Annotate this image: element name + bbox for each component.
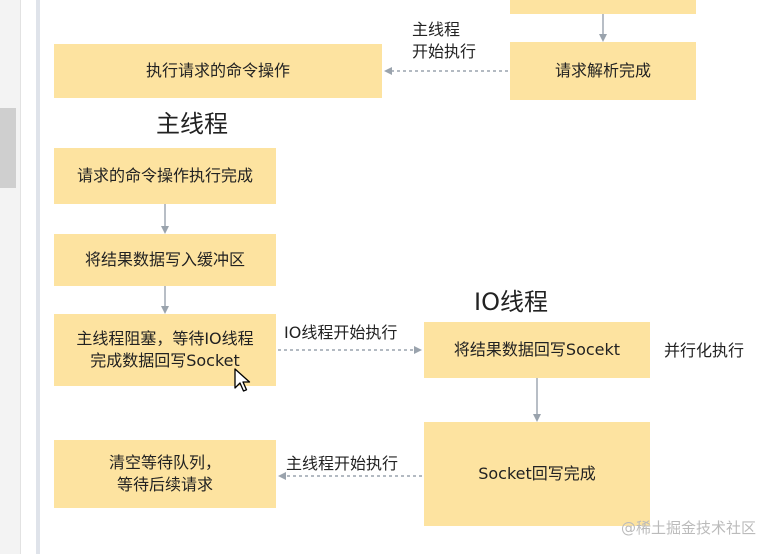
watermark: @稀土掘金技术社区 (620, 519, 756, 537)
scrollbar-thumb[interactable] (0, 108, 16, 188)
top-partial-box (510, 0, 696, 14)
arrowhead-blocked (161, 306, 169, 314)
arrowhead-socket (414, 346, 422, 354)
main-thread-start-label-top: 主线程 开始执行 (412, 20, 477, 61)
arrowhead-parse (599, 34, 607, 42)
left-scroll-gutter[interactable] (0, 0, 21, 554)
command-done-box: 请求的命令操作执行完成 (54, 148, 276, 204)
arrowhead-done (533, 414, 541, 422)
arrowhead-buffer (161, 226, 169, 234)
write-socket-box: 将结果数据回写Socekt (424, 322, 650, 378)
arrowhead-clear (278, 472, 286, 480)
main-thread-start-label-bottom: 主线程开始执行 (286, 454, 399, 473)
exec-command-box: 执行请求的命令操作 (54, 44, 382, 98)
mouse-pointer-icon (234, 368, 251, 392)
main-thread-title: 主线程 (156, 110, 228, 138)
parse-done-box: 请求解析完成 (510, 42, 696, 100)
left-border-line (36, 0, 40, 554)
io-thread-start-label: IO线程开始执行 (284, 323, 398, 342)
parallel-execution-label: 并行化执行 (664, 341, 745, 360)
arrowhead-exec (384, 67, 392, 75)
write-buffer-box: 将结果数据写入缓冲区 (54, 234, 276, 286)
socket-done-box: Socket回写完成 (424, 422, 650, 526)
clear-queue-box: 清空等待队列， 等待后续请求 (54, 440, 276, 508)
io-thread-title: IO线程 (474, 288, 548, 316)
